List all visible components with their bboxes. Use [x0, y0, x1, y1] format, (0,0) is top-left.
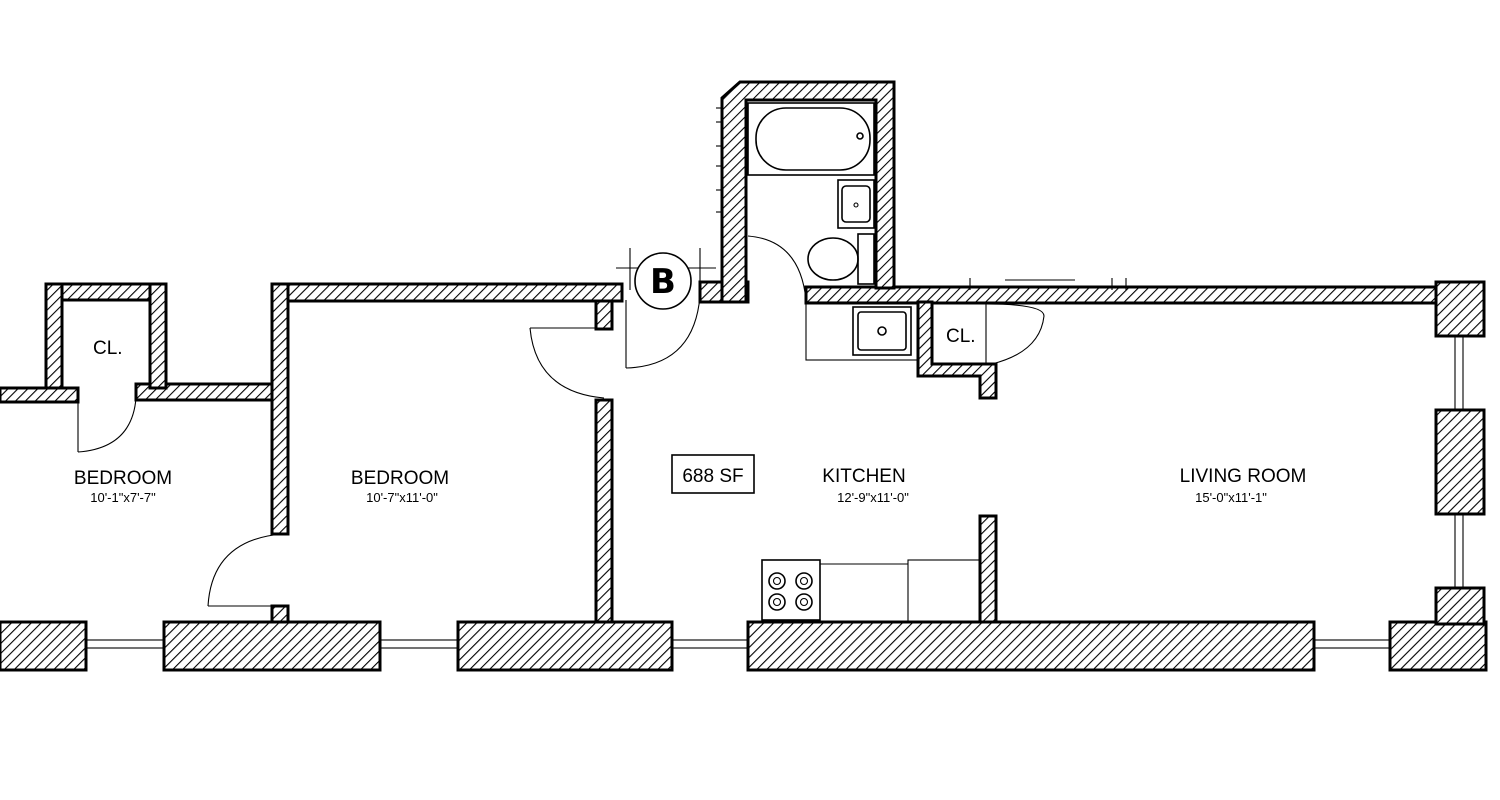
unit-tag: B	[650, 262, 676, 302]
partition-wall	[978, 514, 998, 624]
range-stove	[761, 559, 821, 621]
bedroom2-door	[529, 327, 605, 399]
room-dims-bedroom-1: 10'-1"x7'-7"	[90, 490, 156, 505]
area-box: 688 SF	[671, 454, 755, 494]
room-name-bedroom-1: BEDROOM	[74, 468, 172, 489]
room-dims-kitchen: 12'-9"x11'-0"	[837, 490, 909, 505]
bathroom-wall-ticks	[716, 107, 722, 213]
bedroom2-east-wall	[594, 299, 614, 624]
closet-label-bedroom: CL.	[93, 338, 123, 359]
south-windows	[85, 639, 1391, 649]
toilet	[807, 233, 875, 285]
room-dims-living-room: 15'-0"x11'-1"	[1195, 490, 1267, 505]
south-wall	[0, 620, 1488, 672]
unit-tag-marker: B	[616, 248, 716, 310]
bathroom-sink	[837, 179, 875, 229]
north-wall-ticks	[969, 278, 1127, 290]
kitchen-sink-counter	[805, 301, 919, 361]
room-name-bedroom-2: BEDROOM	[351, 468, 449, 489]
bathroom-walls	[720, 80, 896, 304]
bathroom-door	[747, 235, 807, 301]
bedroom1-door	[207, 533, 283, 607]
room-dims-bedroom-2: 10'-7"x11'-0"	[366, 490, 438, 505]
kitchen-counter	[820, 559, 981, 623]
bedroom1-closet-door	[77, 397, 137, 453]
room-name-kitchen: KITCHEN	[822, 466, 905, 487]
hall-door	[625, 295, 701, 369]
bedroom1-closet-walls	[44, 282, 168, 390]
area-label: 688 SF	[682, 466, 743, 487]
east-windows	[1454, 335, 1464, 589]
east-wall	[1434, 280, 1486, 626]
kitchen-closet	[916, 300, 1045, 400]
bathtub	[747, 102, 875, 176]
bedroom-divider-wall	[0, 282, 290, 624]
room-name-living-room: LIVING ROOM	[1180, 466, 1307, 487]
closet-label-kitchen: CL.	[946, 326, 976, 347]
